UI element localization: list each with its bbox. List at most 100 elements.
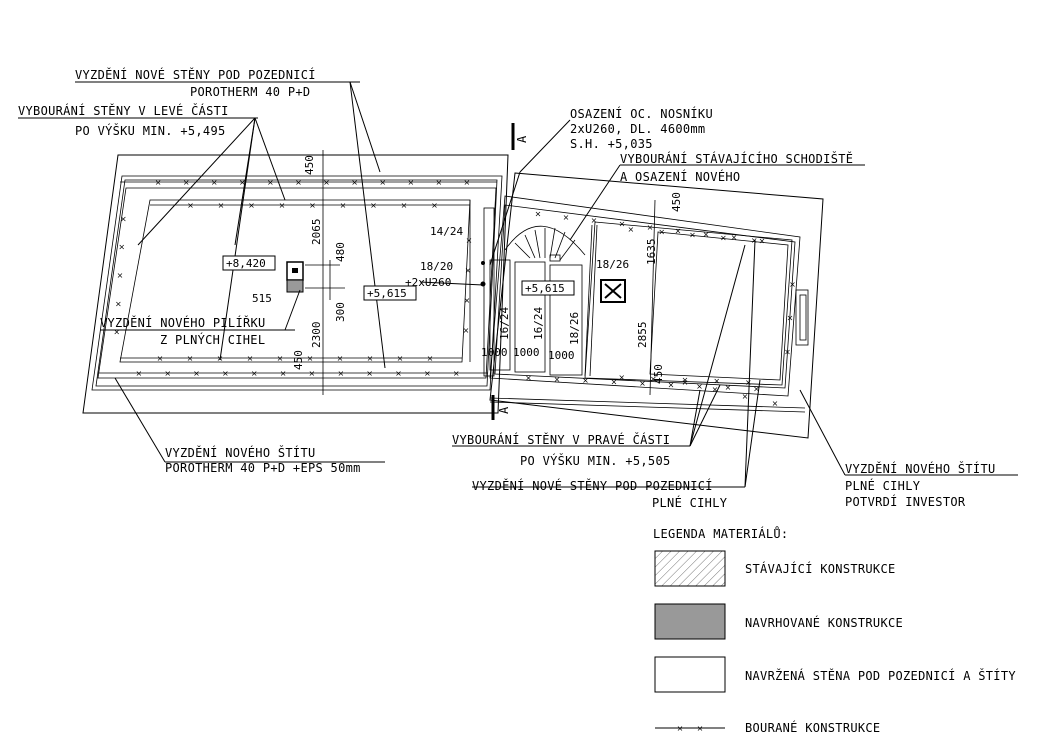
demolish-x-mark: × (464, 296, 471, 305)
demolish-x-marks: × × × × × × × × × × × × × × × × × × × × × × × × × × × × × × × × × × × × × × × ×… (113, 178, 796, 733)
demolish-x-mark: × (307, 354, 314, 363)
level-5615-left: +5,615 (367, 287, 407, 300)
demolish-x-mark: × (787, 314, 794, 323)
demolish-x-mark: × (115, 299, 122, 308)
demolish-x-mark: × (725, 383, 732, 392)
dimension-lines (305, 150, 656, 396)
demolish-x-mark: × (703, 230, 710, 239)
width-1000-b: 1000 (513, 346, 540, 359)
level-5615-right: +5,615 (525, 282, 565, 295)
demolish-x-mark: × (431, 201, 438, 210)
label-gable-right-2: PLNÉ CIHLY (845, 478, 921, 493)
demolish-x-mark: × (367, 354, 374, 363)
demolish-x-mark: × (248, 201, 255, 210)
dim-2300: 2300 (310, 322, 323, 349)
demolish-x-mark: × (463, 326, 470, 335)
demolish-x-mark: × (435, 178, 442, 187)
demolish-x-mark: × (155, 178, 162, 187)
demolish-x-mark: × (239, 178, 246, 187)
demolish-x-mark: × (113, 328, 120, 337)
dim-450-right-bottom: 450 (652, 364, 665, 384)
stair-18-20: 18/20 (420, 260, 453, 273)
label-right-demolish-2: PO VÝŠKU MIN. +5,505 (520, 453, 671, 468)
dim-450-right-top: 450 (670, 192, 683, 212)
left-inner-room (119, 199, 471, 363)
label-stair-1: VYBOURÁNÍ STÁVAJÍCÍHO SCHODIŠTĚ (620, 151, 853, 166)
stair-18-26-top: 18/26 (596, 258, 629, 271)
width-1000-a: 1000 (481, 346, 508, 359)
leader-lines (18, 81, 1018, 488)
demolish-x-mark: × (745, 378, 752, 387)
demolish-x-mark: × (627, 225, 634, 234)
demolish-x-mark: × (712, 385, 719, 394)
demolish-x-mark: × (525, 373, 532, 382)
demolish-x-mark: × (759, 237, 766, 246)
demolish-x-mark: × (222, 369, 229, 378)
legend-proposed-label: NAVRHOVANÉ KONSTRUKCE (745, 615, 903, 630)
level-box-3 (521, 280, 575, 296)
demolish-x-mark: × (619, 220, 626, 229)
demolish-x-mark: × (337, 354, 344, 363)
stair-zone (286, 207, 626, 377)
demolish-x-mark: × (193, 369, 200, 378)
level-box-1 (222, 255, 276, 271)
demolish-x-mark: × (337, 369, 344, 378)
demolish-x-mark: × (279, 201, 286, 210)
demolish-x-mark: × (658, 228, 665, 237)
demolish-x-mark: × (563, 213, 570, 222)
demolish-x-mark: × (370, 201, 377, 210)
demolish-x-mark: × (591, 216, 598, 225)
demolish-x-mark: × (323, 178, 330, 187)
level-8420: +8,420 (226, 257, 266, 270)
demolish-x-mark: × (731, 233, 738, 242)
demolish-x-mark: × (424, 369, 431, 378)
stair-14-24: 14/24 (430, 225, 463, 238)
demolish-x-mark: × (682, 378, 689, 387)
label-pillar-1: VYZDĚNÍ NOVÉHO PILÍŘKU (100, 315, 266, 330)
dim-2065: 2065 (310, 219, 323, 246)
label-gable-right-1: VYZDĚNÍ NOVÉHO ŠTÍTU (845, 461, 996, 476)
demolish-x-mark: × (713, 377, 720, 386)
demolish-x-mark: × (427, 354, 434, 363)
new-pillar (286, 279, 304, 293)
section-label-bottom: A (497, 406, 511, 414)
label-stair-2: A OSAZENÍ NOVÉHO (620, 169, 740, 184)
demolish-x-mark: × (650, 374, 657, 383)
demolish-x-mark: × (157, 354, 164, 363)
label-left-wall-new-2: POROTHERM 40 P+D (190, 85, 310, 99)
label-gable-left-1: VYZDĚNÍ NOVÉHO ŠTÍTU (165, 445, 316, 460)
label-beam-3: S.H. +5,035 (570, 137, 653, 151)
legend-x-mark: × (677, 724, 684, 733)
right-building (489, 172, 824, 439)
label-right-wall-new-2: PLNÉ CIHLY (652, 495, 728, 510)
demolish-x-mark: × (351, 178, 358, 187)
level-box-2 (363, 285, 417, 301)
label-pillar-2: Z PLNÝCH CIHEL (160, 332, 265, 347)
demolish-x-mark: × (218, 201, 225, 210)
legend-existing-label: STÁVAJÍCÍ KONSTRUKCE (745, 561, 896, 576)
dim-450-top: 450 (303, 155, 316, 175)
demolish-x-mark: × (751, 236, 758, 245)
left-outer-wall (91, 175, 503, 391)
label-left-demolish-1: VYBOURÁNÍ STĚNY V LEVÉ ČÁSTI (18, 103, 229, 118)
demolish-x-mark: × (668, 380, 675, 389)
demolish-x-mark: × (217, 354, 224, 363)
demolish-x-mark: × (187, 354, 194, 363)
demolish-x-mark: × (187, 201, 194, 210)
dim-300: 300 (334, 302, 347, 322)
demolish-x-mark: × (295, 178, 302, 187)
label-right-wall-new-1: VYZDĚNÍ NOVÉ STĚNY POD POZEDNICÍ (472, 478, 713, 493)
demolish-x-mark: × (309, 369, 316, 378)
stair-16-24-a: 16/24 (498, 307, 511, 340)
demolish-x-mark: × (407, 178, 414, 187)
demolish-x-mark: × (340, 201, 347, 210)
demolish-x-mark: × (789, 280, 796, 289)
demolish-x-mark: × (535, 209, 542, 218)
demolish-x-mark: × (465, 266, 472, 275)
demolish-x-mark: × (267, 178, 274, 187)
demolish-x-mark: × (366, 369, 373, 378)
dim-450-bottom: 450 (292, 350, 305, 370)
demolish-x-mark: × (696, 382, 703, 391)
section-label-top: A (515, 135, 529, 143)
